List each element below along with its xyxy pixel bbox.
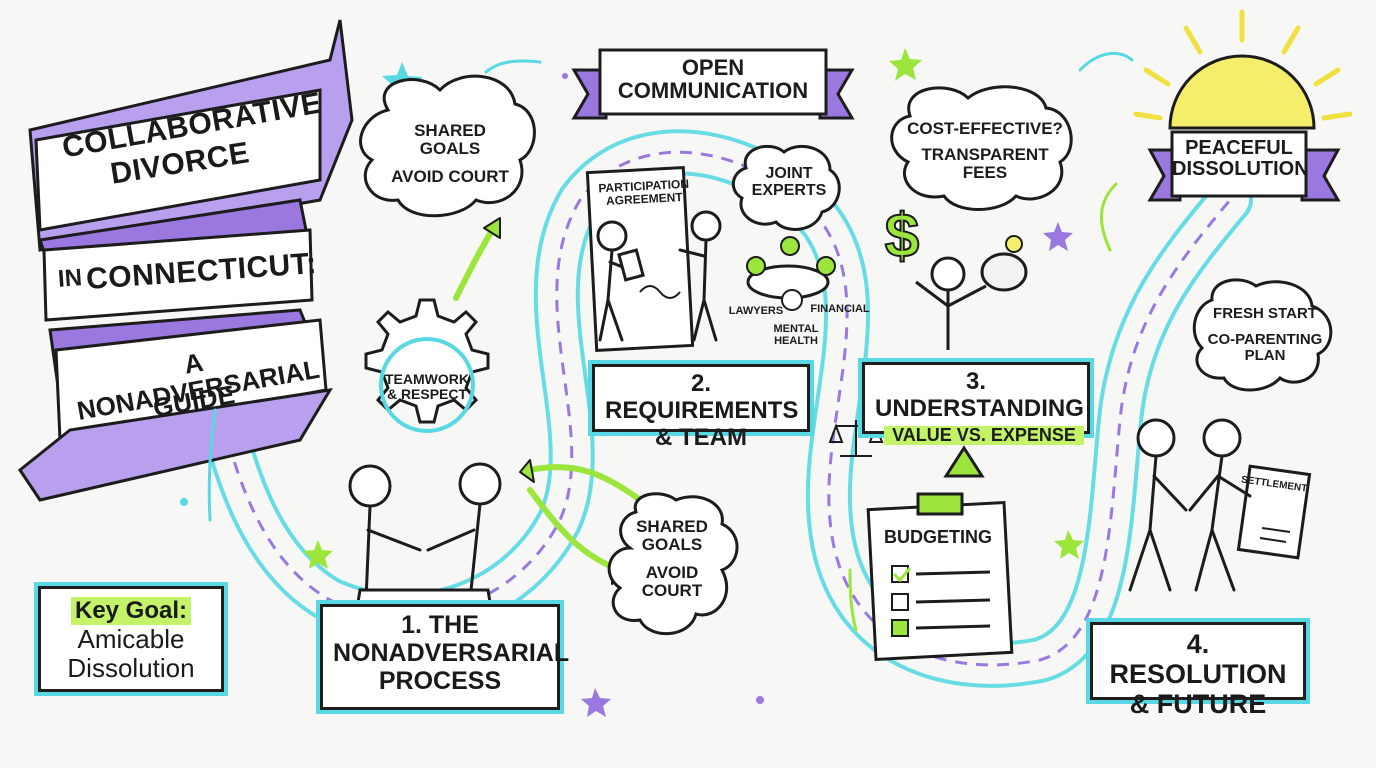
cloud-shape: [607, 492, 739, 635]
title-ribbon: [17, 19, 354, 502]
experts-roundtable: [746, 236, 836, 311]
cloud-line: Avoid: [645, 562, 699, 582]
label-mental-health: Mental Health: [766, 323, 826, 347]
cloud-line: Co-Parenting: [1207, 330, 1323, 348]
cloud-costs: Cost-Effective? Transparent Fees: [900, 120, 1070, 182]
cloud-line: Cost-Effective?: [907, 119, 1063, 138]
gear-line: & Respect: [386, 385, 468, 402]
key-goal-value-2: Dissolution: [67, 652, 195, 683]
cloud-line: Court: [641, 580, 703, 600]
key-goal-label: Key Goal:: [70, 597, 192, 625]
step-line: & Team: [655, 423, 747, 451]
gear-icon: [364, 298, 490, 433]
sun-icon: [1133, 9, 1353, 130]
budgeting-label: Budgeting: [884, 527, 992, 547]
cloud-bottom-middle: Shared Goals Avoid Court: [622, 518, 722, 599]
label-line: Health: [774, 334, 818, 347]
team-figures: [596, 210, 722, 342]
gear-line: Teamwork: [385, 371, 469, 387]
cloud-line: Shared: [414, 121, 486, 140]
cloud-line: Fresh Start: [1213, 305, 1317, 322]
walking-figures: [1128, 418, 1252, 592]
banner-line: Open: [681, 55, 745, 80]
cloud-line: Transparent: [921, 144, 1049, 164]
key-goal-box: Key Goal: Amicable Dissolution: [38, 586, 224, 692]
label-line: Mental: [773, 323, 819, 335]
cloud-experts: Joint Experts: [744, 165, 834, 200]
key-goal-value-1: Amicable: [77, 624, 185, 654]
step-4-box: 4. Resolution & Future: [1090, 622, 1306, 719]
step-line: 4. Resolution: [1109, 629, 1287, 690]
banner-peaceful-dissolution-shape: [1147, 130, 1341, 202]
label-financial: Financial: [810, 303, 870, 315]
cloud-line: Experts: [751, 181, 827, 199]
banner-peaceful-dissolution: Peaceful Dissolution: [1172, 137, 1309, 180]
banner-line: Dissolution: [1172, 158, 1309, 180]
flow-arrows: [207, 51, 1134, 632]
budgeting-clipboard: [866, 492, 1014, 662]
step-1-box: 1. The Nonadversarial Process: [320, 604, 570, 710]
cloud-line: Joint: [765, 165, 813, 182]
settlement-document: [1236, 464, 1312, 560]
costs-figure: [915, 235, 1028, 350]
banner-line: Peaceful: [1185, 137, 1293, 159]
cloud-shape: [1192, 278, 1333, 392]
dollar-sign-icon: $: [884, 202, 920, 271]
value-vs-expense-label: Value vs. Expense: [884, 426, 1084, 445]
cloud-line: Avoid Court: [391, 166, 509, 186]
step-line: Process: [378, 667, 502, 695]
cloud-line: Plan: [1244, 346, 1286, 364]
scale-icon: [828, 420, 884, 457]
label-lawyers: Lawyers: [728, 305, 784, 317]
banner-line: Communication: [617, 78, 809, 104]
banner-open-communication-shape: [571, 48, 855, 120]
cloud-top-left: Shared Goals Avoid Court: [380, 122, 520, 186]
step-line: & Future: [1129, 689, 1267, 720]
step-line: 2. Requirements: [605, 370, 799, 424]
cloud-line: Goals: [641, 534, 703, 554]
banner-open-communication: Open Communication: [600, 56, 826, 102]
cloud-future: Fresh Start Co-Parenting Plan: [1200, 306, 1330, 363]
cloud-line: Goals: [419, 138, 481, 158]
cloud-shape: [890, 85, 1073, 211]
cloud-shape: [731, 144, 841, 231]
balance-triangle: [943, 445, 985, 478]
step-line: Nonadversarial: [333, 639, 570, 667]
gear-label: Teamwork & Respect: [372, 372, 482, 401]
cloud-line: Shared: [636, 517, 708, 536]
participation-agreement-label: Participation Agreement: [597, 177, 690, 208]
step-2-box: 2. Requirements & Team: [592, 364, 810, 451]
step-3-box: 3. Understanding Costs: [862, 362, 1090, 449]
step-line: 1. The: [401, 611, 479, 639]
cloud-shape: [359, 74, 536, 218]
cloud-line: Fees: [962, 162, 1008, 182]
step-line: 3. Understanding: [875, 368, 1084, 422]
